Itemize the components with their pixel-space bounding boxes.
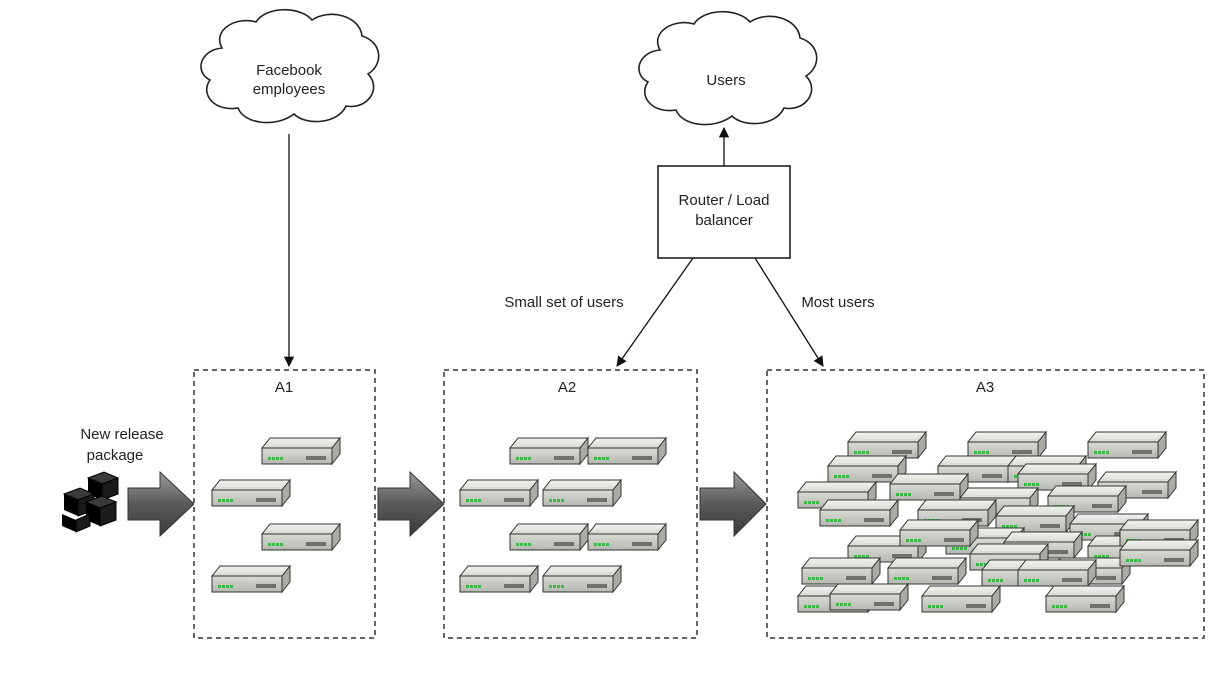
cluster-a2-label: A2: [558, 379, 576, 396]
server-icon: [1045, 585, 1125, 613]
employees-cloud-label-1: Facebook: [256, 62, 322, 79]
release-label-1: New release: [80, 426, 163, 443]
server-icon: [587, 437, 667, 465]
cluster-a3-label: A3: [976, 379, 994, 396]
server-icon: [261, 523, 341, 551]
server-icon: [509, 437, 589, 465]
server-icon: [887, 557, 967, 585]
server-icon: [211, 565, 291, 593]
router-to-a2-arrow: [616, 257, 694, 367]
server-icon: [211, 479, 291, 507]
users-cloud-label: Users: [706, 72, 745, 89]
employees-cloud-shape: [200, 9, 380, 124]
server-icon: [1017, 559, 1097, 587]
server-icon: [829, 583, 909, 611]
server-icon: [967, 431, 1047, 459]
server-icon: [801, 557, 881, 585]
server-icon: [587, 523, 667, 551]
users-cloud: Users: [638, 11, 818, 126]
server-icon: [1119, 539, 1199, 567]
server-icon: [921, 585, 1001, 613]
release-label-2: package: [87, 447, 144, 464]
employees-cloud-label-2: employees: [253, 81, 326, 98]
users-cloud-shape: [638, 11, 818, 126]
server-icon: [542, 565, 622, 593]
server-icon: [459, 565, 539, 593]
server-icon: [847, 431, 927, 459]
cluster-a1-label: A1: [275, 379, 293, 396]
a2-to-a3-big-arrow: [699, 470, 767, 538]
employees-cloud: Facebook employees: [200, 9, 380, 124]
server-icon: [509, 523, 589, 551]
cluster-a2: A2: [443, 369, 698, 639]
server-icon: [261, 437, 341, 465]
small-set-of-users-label: Small set of users: [504, 294, 623, 311]
server-icon: [899, 519, 979, 547]
release-to-a1-big-arrow: [127, 470, 195, 538]
cluster-a1: A1: [193, 369, 376, 639]
router-to-a3-arrow: [754, 257, 824, 367]
release-package-icon: [62, 471, 120, 533]
router-label-2: balancer: [695, 212, 753, 229]
server-icon: [819, 499, 899, 527]
server-icon: [459, 479, 539, 507]
server-icon: [542, 479, 622, 507]
cluster-a3: A3: [766, 369, 1205, 639]
router-label-1: Router / Load: [679, 192, 770, 209]
server-icon: [889, 473, 969, 501]
router-box: [657, 165, 791, 259]
server-icon: [1087, 431, 1167, 459]
most-users-label: Most users: [801, 294, 874, 311]
a1-to-a2-big-arrow: [377, 470, 445, 538]
router-load-balancer: Router / Load balancer: [657, 165, 791, 259]
